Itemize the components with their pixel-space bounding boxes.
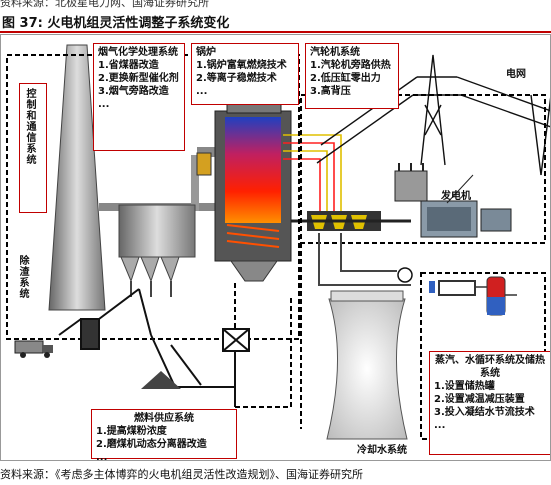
steam-water-item-3: 3.投入凝结水节流技术 <box>434 407 535 418</box>
flue-gas-item-3: 3.烟气旁路改造 <box>98 86 169 97</box>
coal-handling <box>58 288 250 407</box>
flue-gas-box: 烟气化学处理系统 1.省煤器改造 2.更换新型催化剂 3.烟气旁路改造 ... <box>93 43 185 151</box>
cooling-label: 冷却水系统 <box>357 445 407 456</box>
grid-label: 电网 <box>506 69 526 80</box>
boiler-item-3: ... <box>196 86 208 97</box>
fuel-title: 燃料供应系统 <box>134 413 194 424</box>
chimney <box>48 44 106 311</box>
flue-gas-item-1: 1.省煤器改造 <box>98 60 159 71</box>
steam-water-item-4: ... <box>434 420 446 431</box>
title-rule <box>0 31 551 33</box>
flue-gas-title: 烟气化学处理系统 <box>98 47 178 58</box>
air-preheater <box>196 152 212 176</box>
turbine-item-2: 2.低压缸零出力 <box>310 73 381 84</box>
condenser-pipes <box>318 233 411 286</box>
control-title: 控制和通信系统 <box>24 88 35 165</box>
fuel-box: 燃料供应系统 1.提高煤粉浓度 2.磨煤机动态分离器改造 ... <box>91 409 237 461</box>
figure-title: 图 37: 火电机组灵活性调整子系统变化 <box>2 16 230 31</box>
steam-pipes <box>283 134 342 217</box>
steam-water-item-1: 1.设置储热罐 <box>434 381 495 392</box>
turbine-item-1: 1.汽轮机旁路供热 <box>310 60 391 71</box>
boiler-title: 锅炉 <box>196 47 216 58</box>
boiler-furnace <box>214 94 292 282</box>
boiler-item-2: 2.等离子稳燃技术 <box>196 73 277 84</box>
boiler-item-1: 1.锅炉富氧燃烧技术 <box>196 60 287 71</box>
fuel-item-2: 2.磨煤机动态分离器改造 <box>96 439 207 450</box>
turbine-title: 汽轮机系统 <box>310 47 360 58</box>
coal-pile <box>141 371 181 389</box>
pump <box>397 267 413 283</box>
steam-water-box: 蒸汽、水循环系统及储热系统 1.设置储热罐 2.设置减温减压装置 3.投入凝结水… <box>429 351 550 455</box>
dust-filter <box>118 204 196 297</box>
steam-water-title: 蒸汽、水循环系统及储热系统 <box>435 355 545 379</box>
transformer <box>394 163 428 202</box>
generator-label: 发电机 <box>441 191 471 202</box>
coal-belt <box>235 297 292 408</box>
slag-label: 除渣系统 <box>17 255 28 299</box>
steam-water-item-2: 2.设置减温减压装置 <box>434 394 525 405</box>
fuel-item-3: ... <box>96 452 108 461</box>
footer-source: 资料来源：《考虑多主体博弈的火电机组灵活性改造规划》、国海证券研究所 <box>0 468 363 481</box>
flue-gas-item-2: 2.更换新型催化剂 <box>98 73 179 84</box>
steam-turbine <box>291 211 411 231</box>
control-box: 控制和通信系统 <box>19 83 47 213</box>
fuel-item-1: 1.提高煤粉浓度 <box>96 426 167 437</box>
heat-storage <box>429 276 517 316</box>
turbine-item-3: 3.高背压 <box>310 86 351 97</box>
coal-truck <box>14 340 53 358</box>
plant-illustration <box>6 44 550 440</box>
top-source-text: 资料来源：北极星电力网、国海证券研究所 <box>0 0 209 9</box>
flue-gas-item-4: ... <box>98 99 110 110</box>
turbine-box: 汽轮机系统 1.汽轮机旁路供热 2.低压缸零出力 3.高背压 <box>305 43 399 109</box>
generator <box>420 174 512 238</box>
cooling-tower <box>326 290 408 440</box>
diagram-panel: 烟气化学处理系统 1.省煤器改造 2.更换新型催化剂 3.烟气旁路改造 ... … <box>0 34 551 461</box>
boiler-box: 锅炉 1.锅炉富氧燃烧技术 2.等离子稳燃技术 ... <box>191 43 299 105</box>
